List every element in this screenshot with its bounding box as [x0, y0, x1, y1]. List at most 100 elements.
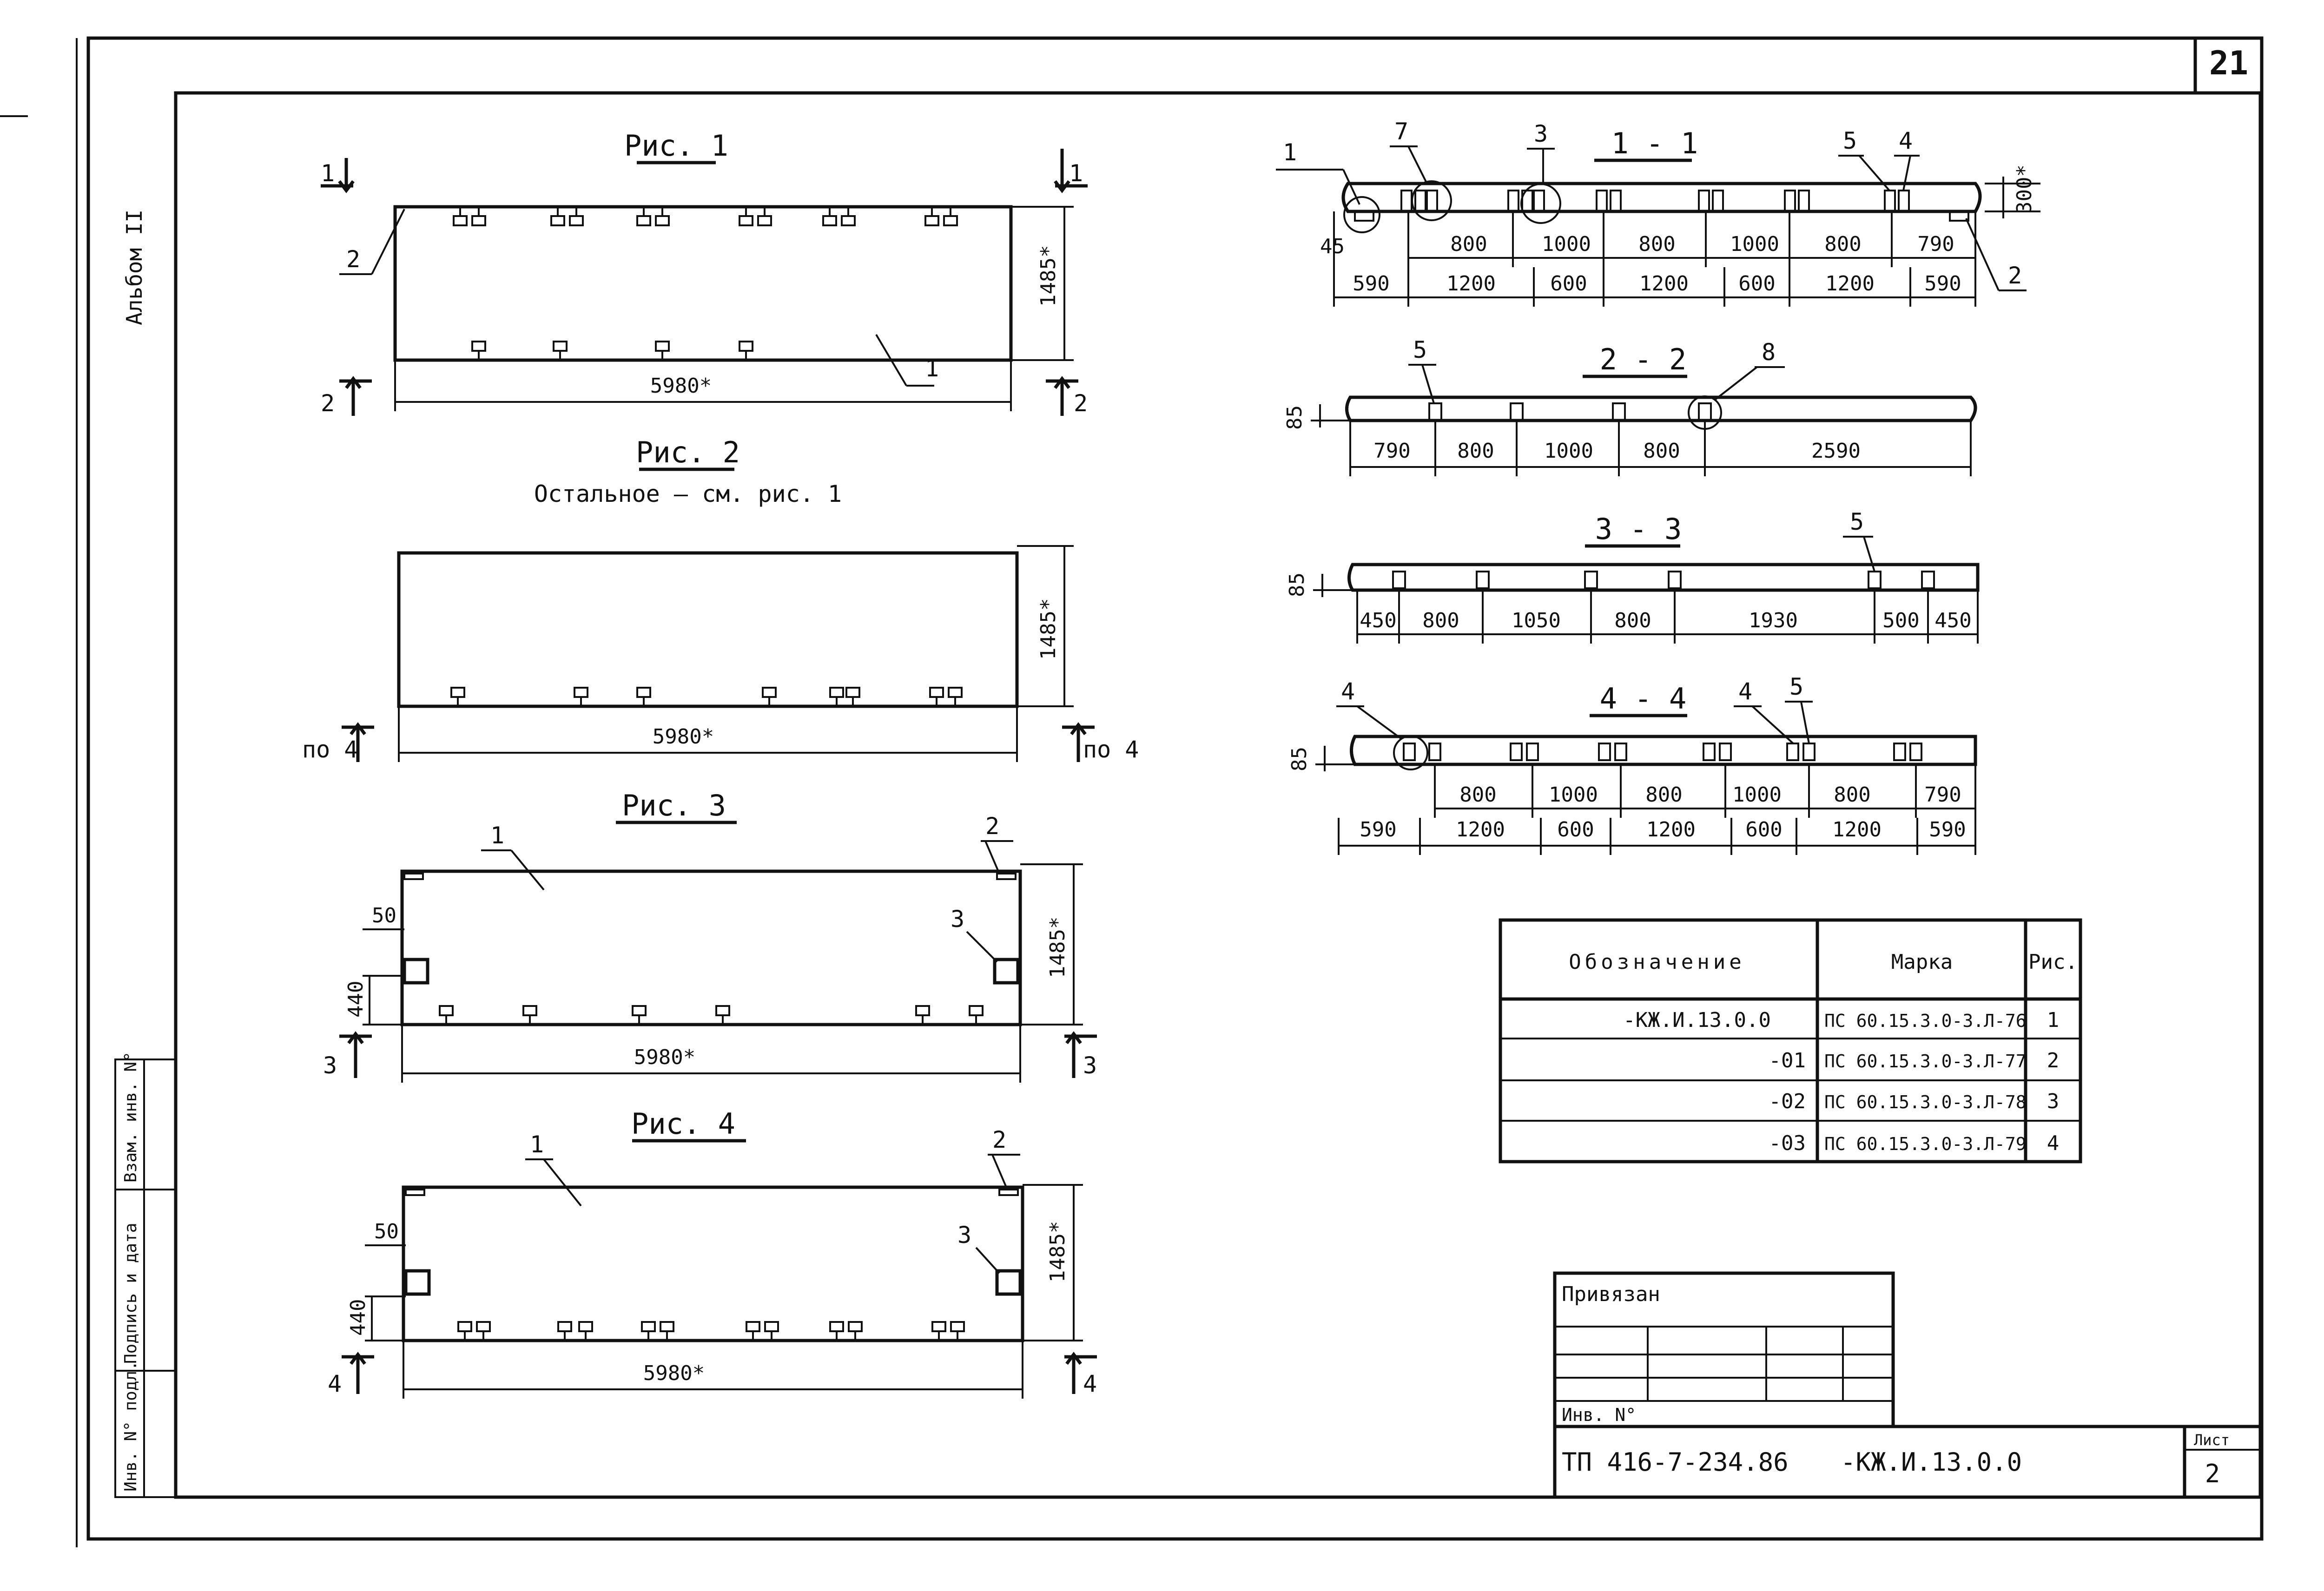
sec44-lower-dim: 590 — [1929, 818, 1966, 842]
sec11-callout-5: 5 — [1843, 127, 1857, 154]
sec44-upper-dims: 800 1000 800 1000 800 790 — [1434, 764, 1976, 818]
fig1-loops-bottom — [471, 341, 753, 360]
sec44-upper-dim: 800 — [1459, 783, 1496, 807]
fig2-loops-bottom — [450, 687, 963, 706]
side-stamp: Инв. N° подл. Подпись и дата Взам. инв. … — [114, 1052, 177, 1498]
fig3-length: 5980* — [634, 1045, 695, 1069]
sec11-lower-dim: 590 — [1353, 272, 1389, 296]
fig4-callout-2: 2 — [992, 1126, 1006, 1153]
title-designation: ТП 416-7-234.86 — [1562, 1447, 1789, 1477]
sec44-upper-dim: 1000 — [1732, 783, 1782, 807]
sec11-plate-left — [1354, 210, 1374, 222]
sec11-upper-dim: 800 — [1638, 232, 1675, 256]
fig1-section-top-right: 1 — [1069, 160, 1083, 187]
sec11-callouts: 1 7 3 5 4 2 — [1276, 118, 2027, 291]
fig4-embed-left — [404, 1269, 431, 1296]
figure-2: Рис. 2 Остальное — см. рис. 1 5980* 1485… — [302, 435, 1139, 763]
sec44-upper-dim: 1000 — [1549, 783, 1598, 807]
spec-table-frame — [1499, 918, 2082, 1164]
fig3-dim-440: 440 — [344, 981, 368, 1018]
figure-3: Рис. 3 5980* 1485* 50 — [323, 789, 1097, 1083]
fig2-length: 5980* — [653, 725, 714, 749]
sec11-callout-3: 3 — [1534, 120, 1548, 147]
fig3-length-dim: 5980* — [401, 1025, 1021, 1083]
sec33-dim: 1930 — [1749, 609, 1798, 632]
sec44-profile — [1350, 735, 1977, 766]
spec-table: Обозначение Марка Рис. -КЖ.И.13.0.0 ПС 6… — [1499, 918, 2082, 1164]
fig1-title: Рис. 1 — [624, 129, 728, 163]
sec11-callout-2: 2 — [2008, 262, 2022, 289]
sheet-frame: 21 — [0, 36, 2264, 1547]
fig1-height-dim: 1485* — [1011, 206, 1074, 361]
sec22-dims: 790 800 1000 800 2590 — [1349, 421, 1972, 476]
bound-label: Привязан — [1562, 1282, 1660, 1306]
fig3-loops-bottom — [439, 1005, 984, 1025]
sheet-number-box — [2193, 36, 2264, 95]
spec-header-designation: Обозначение — [1569, 950, 1745, 974]
sec33-dim: 500 — [1882, 609, 1919, 632]
fig4-callouts: 1 2 3 — [525, 1126, 1020, 1274]
fig3-corner-plate-left — [403, 873, 424, 880]
sec11-upper-dims: 800 1000 800 1000 800 790 — [1407, 211, 1976, 267]
sec44-detail-circle-4 — [1393, 735, 1428, 770]
fig2-height-dim: 1485* — [1017, 545, 1074, 707]
fig1-height: 1485* — [1037, 245, 1060, 307]
fig4-length-dim: 5980* — [403, 1341, 1023, 1399]
section-2-2: 2 - 2 5 8 85 790 800 1000 800 2590 — [1283, 336, 1977, 476]
sec11-upper-dim: 1000 — [1730, 232, 1779, 256]
sec11-lower-dims: 590 1200 600 1200 600 1200 590 — [1333, 260, 1976, 307]
spec-row-mark: ПС 60.15.3.0-3.Л-79 — [1824, 1134, 2027, 1154]
fig3-title: Рис. 3 — [622, 789, 726, 822]
sec22-loops — [1428, 402, 1712, 421]
sec11-dim-45-label: 45 — [1320, 235, 1345, 258]
fig4-section-left: 4 — [328, 1370, 342, 1397]
sec44-lower-dim: 1200 — [1832, 818, 1882, 842]
title-sheet-label: Лист — [2194, 1431, 2230, 1449]
sec33-dim: 800 — [1422, 609, 1459, 632]
spec-row-mark: ПС 60.15.3.0-3.Л-76 — [1824, 1011, 2027, 1031]
fig2-section-left: по 4 — [302, 736, 358, 763]
sec22-title: 2 - 2 — [1600, 342, 1687, 376]
sec11-loops — [1400, 190, 1910, 212]
fig1-callouts: 2 1 — [339, 209, 939, 387]
spec-row-fig: 1 — [2047, 1008, 2060, 1032]
fig3-callout-3: 3 — [951, 906, 964, 933]
sec11-detail-circle-1 — [1343, 196, 1380, 233]
fig4-title: Рис. 4 — [631, 1107, 735, 1141]
sec22-dim: 800 — [1457, 439, 1494, 463]
fig2-section-right: по 4 — [1083, 736, 1139, 763]
spec-header-mark: Марка — [1891, 950, 1953, 974]
sec11-plate-right — [1949, 210, 1969, 222]
side-stamp-replace: Взам. инв. N° — [121, 1052, 140, 1183]
fig2-length-dim: 5980* — [398, 706, 1018, 762]
fig3-embed-right — [993, 958, 1020, 985]
bound-stamp — [1553, 1271, 1895, 1428]
fig3-section-left: 3 — [323, 1052, 337, 1079]
sec44-callout-5: 5 — [1789, 673, 1803, 700]
sec44-callout-4-right: 4 — [1738, 678, 1752, 705]
fig4-corner-plate-right — [998, 1189, 1019, 1196]
spec-row-designation: -03 — [1769, 1131, 1806, 1155]
spec-row-designation: -02 — [1769, 1090, 1806, 1113]
fig3-small-dims: 50 440 — [344, 904, 404, 1026]
fig1-loops-top — [453, 207, 958, 226]
fig3-callouts: 1 2 3 — [481, 813, 1013, 963]
fig3-section-marks: 3 3 — [323, 1031, 1097, 1079]
sec44-lower-dim: 590 — [1360, 818, 1396, 842]
fig1-panel-outline — [393, 205, 1013, 362]
fig4-embed-right — [995, 1269, 1022, 1296]
fig4-small-dims: 50 440 — [346, 1220, 406, 1341]
fig1-length: 5980* — [650, 374, 712, 398]
side-stamp-frame — [114, 1058, 177, 1498]
title-code: -КЖ.И.13.0.0 — [1841, 1447, 2022, 1477]
fig3-corner-plate-right — [996, 873, 1017, 880]
fig4-section-marks: 4 4 — [328, 1352, 1097, 1397]
sec44-upper-dim: 800 — [1834, 783, 1870, 807]
sec11-dim-45: 45 — [1320, 211, 1345, 260]
sec44-title: 4 - 4 — [1600, 682, 1687, 716]
title-sheet-no: 2 — [2205, 1459, 2220, 1488]
sec11-upper-dim: 1000 — [1542, 232, 1591, 256]
fig4-dim-50: 50 — [374, 1220, 399, 1243]
sec44-lower-dim: 600 — [1557, 818, 1594, 842]
